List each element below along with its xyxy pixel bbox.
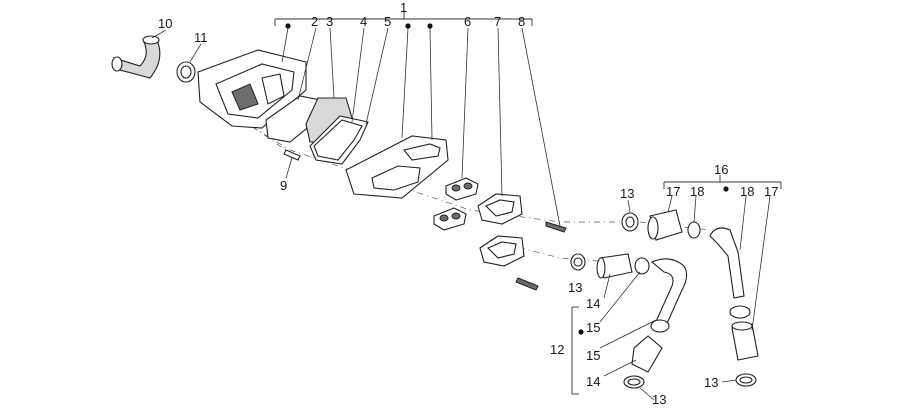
airbox-cover: [197, 27, 307, 129]
label-10: 10: [158, 16, 172, 31]
label-7: 7: [494, 14, 501, 29]
label-17-right: 17: [764, 184, 778, 199]
label-3: 3: [326, 14, 333, 29]
label-16: 16: [714, 162, 728, 177]
part-8-screw-lower: [515, 277, 539, 291]
bullet-marker: [723, 186, 729, 192]
label-13-right: 13: [704, 375, 718, 390]
label-18-left: 18: [690, 184, 704, 199]
label-14-upper: 14: [586, 296, 600, 311]
bullet-marker: [427, 23, 433, 29]
part-17-sleeve-upper: [647, 195, 683, 241]
part-6-reed-seal-lower: [433, 207, 467, 231]
part-13-clamp-upper: [621, 199, 639, 232]
label-13-bottom: 13: [652, 392, 666, 407]
label-15-lower: 15: [586, 348, 600, 363]
label-9: 9: [280, 178, 287, 193]
label-8: 8: [518, 14, 525, 29]
part-4-5-gasket: [309, 27, 389, 165]
part-6-reed-seal-upper: [445, 27, 479, 201]
part-8-screw-upper: [521, 27, 567, 233]
part-15-clamp-middle: [650, 319, 670, 333]
bullet-marker: [405, 23, 411, 29]
part-11-clamp: [176, 43, 202, 83]
part-13-clamp-lower: [570, 253, 586, 271]
label-1: 1: [400, 0, 407, 15]
label-11: 11: [194, 30, 208, 45]
label-4: 4: [360, 14, 367, 29]
hose-elbow-right: [709, 195, 747, 299]
label-13-lower: 13: [568, 280, 582, 295]
label-12: 12: [550, 342, 564, 357]
part-14-sleeve-lower: [596, 253, 633, 299]
part-15-clamp-lower: [599, 257, 650, 323]
label-14-lower: 14: [586, 374, 600, 389]
label-15-upper: 15: [586, 320, 600, 335]
group-bracket-16: [663, 175, 782, 192]
part-14-sleeve-middle: [603, 335, 663, 377]
label-13-upper: 13: [620, 186, 634, 201]
part-13-clamp-bottom: [623, 375, 655, 401]
part-9-screw: [283, 149, 301, 179]
part-7-reed-valve-upper: [477, 27, 523, 225]
airbox-base-plate: [345, 27, 449, 199]
bullet-marker: [578, 329, 584, 335]
part-18-clamp-upper: [687, 195, 701, 239]
callout-labels: 1 2 3 4 5 6 7 8 9 10 11 12 13 13 13 13 1…: [158, 0, 778, 407]
part-13-clamp-right-bottom: [721, 373, 757, 387]
hose-elbow-lower: [599, 258, 688, 349]
group-bracket-1: [274, 12, 533, 29]
label-18-right: 18: [740, 184, 754, 199]
label-2: 2: [311, 14, 318, 29]
label-17-left: 17: [666, 184, 680, 199]
part-7-reed-valve-lower: [479, 235, 525, 267]
part-10-elbow-connector: [111, 29, 167, 79]
label-6: 6: [464, 14, 471, 29]
part-13-clamp-right-top: [729, 305, 751, 319]
bullet-marker: [285, 23, 291, 29]
group-bracket-12: [571, 306, 584, 395]
label-5: 5: [384, 14, 391, 29]
part-17-sleeve-right: [731, 195, 771, 361]
